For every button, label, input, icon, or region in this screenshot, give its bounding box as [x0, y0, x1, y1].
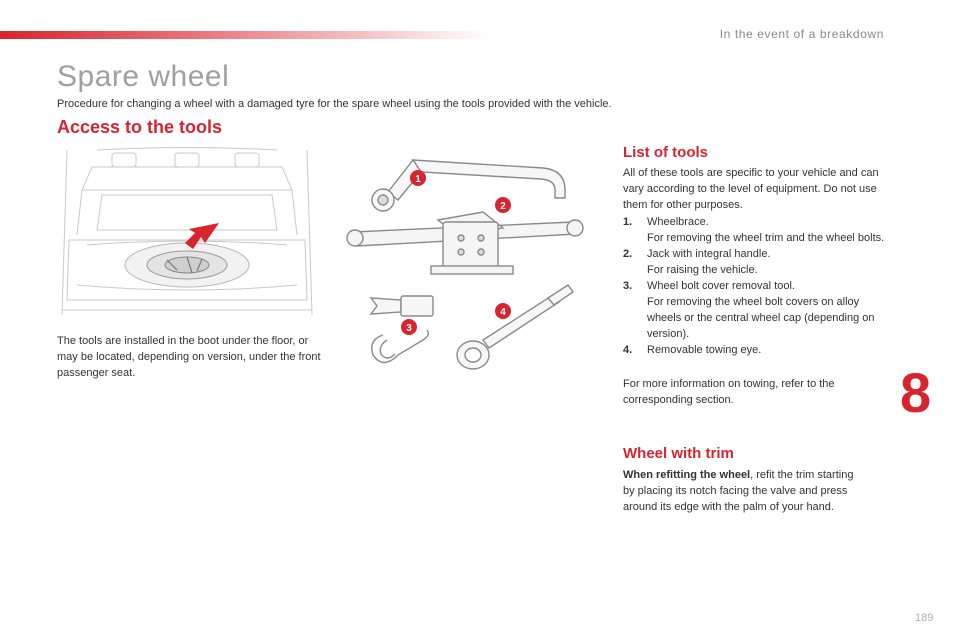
access-heading: Access to the tools — [57, 117, 223, 137]
tool-number: 3. — [623, 280, 633, 292]
section-header: In the event of a breakdown — [719, 27, 884, 41]
tool-description: For removing the wheel trim and the whee… — [647, 232, 885, 244]
tool-number: 4. — [623, 344, 633, 356]
tool-name: Removable towing eye. — [647, 344, 762, 356]
list-item: 1. Wheelbrace. For removing the wheel tr… — [623, 214, 893, 246]
callout-2: 2 — [495, 197, 511, 213]
tool-description: For removing the wheel bolt covers on al… — [647, 296, 875, 340]
callout-1: 1 — [410, 170, 426, 186]
tool-name: Wheel bolt cover removal tool. — [647, 280, 795, 292]
intro-text: Procedure for changing a wheel with a da… — [57, 98, 612, 110]
tools-outro: For more information on towing, refer to… — [623, 378, 835, 406]
page-number: 189 — [915, 612, 934, 624]
trim-bold-lead: When refitting the wheel — [623, 469, 751, 481]
access-text: The tools are installed in the boot unde… — [57, 335, 321, 379]
svg-text:4: 4 — [500, 307, 506, 318]
tools-heading: List of tools — [623, 144, 708, 161]
wheelbrace-drawing — [371, 158, 566, 212]
tool-description: For raising the vehicle. — [647, 264, 758, 276]
tools-illustration: 1 2 3 4 — [346, 158, 584, 370]
boot-illustration — [61, 147, 313, 316]
callout-3: 3 — [401, 319, 417, 335]
trim-heading: Wheel with trim — [623, 445, 734, 462]
tool-number: 1. — [623, 216, 633, 228]
tools-intro: All of these tools are specific to your … — [623, 167, 879, 211]
tool-name: Jack with integral handle. — [647, 248, 771, 260]
trim-text: When refitting the wheel, refit the trim… — [623, 467, 863, 515]
arrow-icon — [185, 223, 219, 249]
trim-body: , refit the trim starting by placing its… — [623, 469, 854, 513]
tool-name: Wheelbrace. — [647, 216, 709, 228]
header-accent-bar — [0, 31, 490, 39]
svg-text:2: 2 — [500, 201, 506, 212]
tool-number: 2. — [623, 248, 633, 260]
chapter-number: 8 — [900, 361, 932, 424]
page-title: Spare wheel — [57, 60, 230, 93]
list-item: 2. Jack with integral handle. For raisin… — [623, 246, 893, 278]
callout-4: 4 — [495, 303, 511, 319]
list-item: 3. Wheel bolt cover removal tool. For re… — [623, 278, 893, 342]
jack-drawing — [346, 211, 584, 275]
towing-eye-drawing — [456, 284, 574, 370]
bolt-cover-tool-drawing — [369, 295, 434, 364]
tools-list: 1. Wheelbrace. For removing the wheel tr… — [623, 214, 893, 358]
list-item: 4. Removable towing eye. — [623, 342, 893, 358]
svg-text:3: 3 — [406, 323, 412, 334]
svg-text:1: 1 — [415, 174, 421, 185]
